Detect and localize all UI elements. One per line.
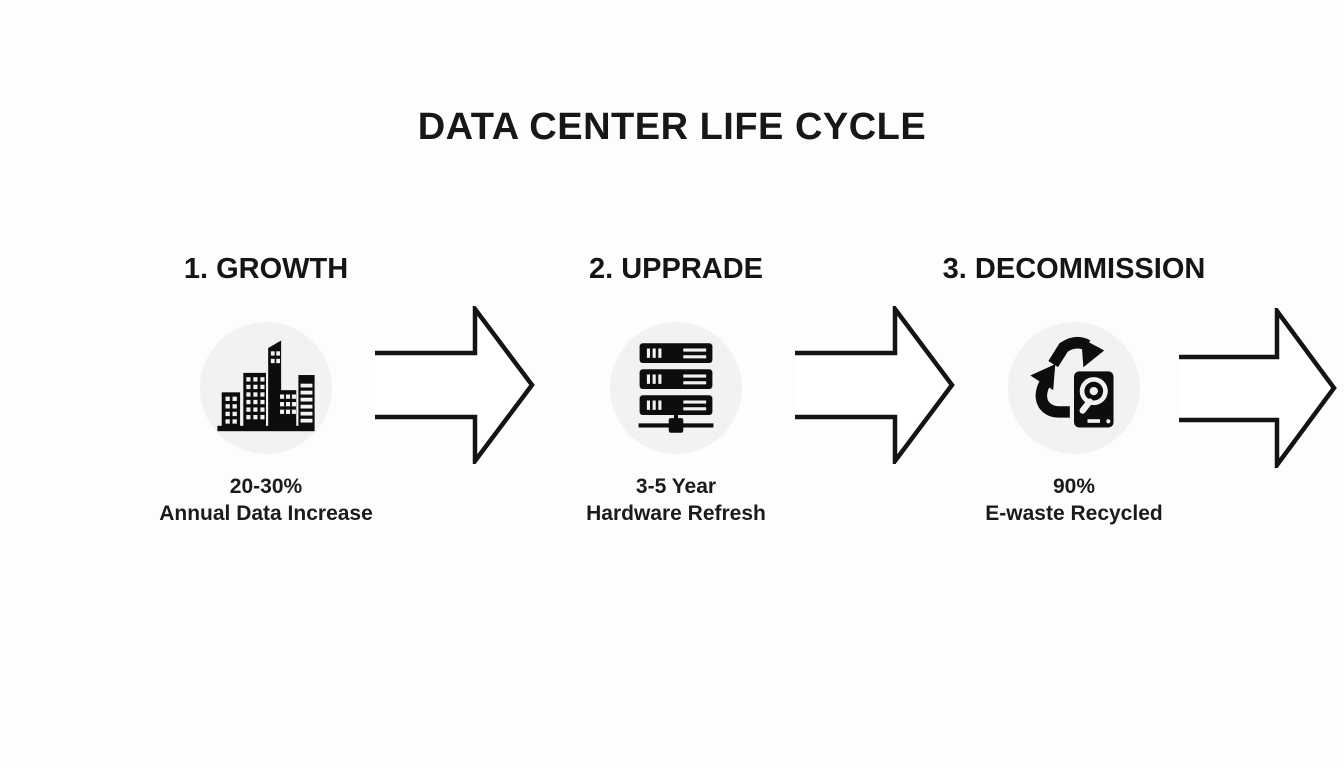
stage-upgrade: 2. UPPRADE (526, 252, 826, 527)
stage-decommission-caption: 90% E-waste Recycled (924, 473, 1224, 527)
stage-upgrade-caption: 3-5 Year Hardware Refresh (526, 473, 826, 527)
flow-arrow-1 (375, 306, 535, 464)
stage-growth-icon-circle (200, 322, 332, 454)
stage-stat: 20-30% (229, 475, 303, 498)
stage-growth: 1. GROWTH (116, 252, 416, 527)
stage-decommission-heading: 3. DECOMMISSION (942, 253, 1206, 285)
stage-caption-text: Annual Data Increase (159, 502, 373, 525)
city-buildings-icon (217, 340, 315, 432)
stage-stat: 3-5 Year (635, 475, 717, 498)
stage-decommission: 3. DECOMMISSION 90% E-waste Recycled (924, 252, 1224, 527)
flow-arrow-2 (795, 306, 955, 464)
stage-upgrade-icon-circle (610, 322, 742, 454)
recycle-hard-drive-icon (1030, 337, 1114, 428)
stage-caption-text: Hardware Refresh (586, 502, 766, 525)
stage-growth-heading: 1. GROWTH (183, 253, 349, 285)
stage-upgrade-heading: 2. UPPRADE (588, 253, 764, 285)
stage-caption-text: E-waste Recycled (985, 502, 1163, 525)
page-title: DATA CENTER LIFE CYCLE (417, 106, 927, 148)
server-rack-icon (638, 343, 714, 433)
flow-arrow-3 (1179, 308, 1337, 468)
stage-growth-caption: 20-30% Annual Data Increase (116, 473, 416, 527)
stage-stat: 90% (1052, 475, 1096, 498)
stage-decommission-icon-circle (1008, 322, 1140, 454)
